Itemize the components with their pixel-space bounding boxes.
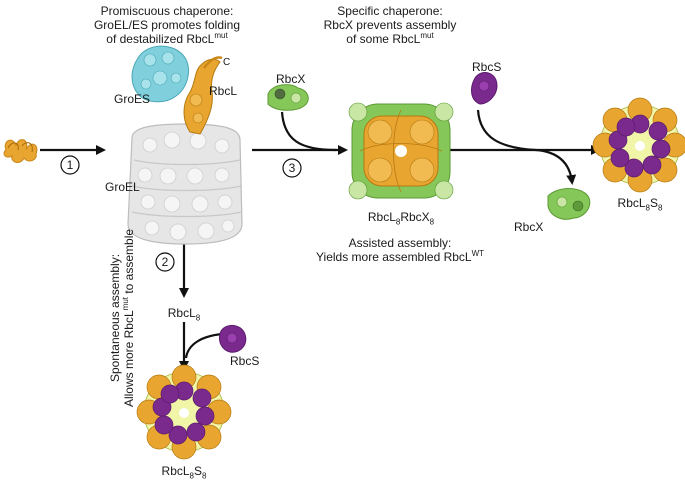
rbcx-bottom-label: RbcX (514, 220, 543, 234)
rbcl8s8-right-label: RbcL8S8 (604, 196, 676, 210)
arrow-rbcs-joining-bottom (186, 334, 222, 358)
rbcl-label: RbcL (209, 84, 237, 98)
rbcl8s8-bottom-label: RbcL8S8 (148, 464, 220, 478)
arrow-rbcx-joining (282, 112, 336, 150)
step-1-number: 1 (64, 158, 76, 172)
rbcx-monomer-released (548, 189, 590, 220)
specific-caption: Specific chaperone: RbcX prevents assemb… (290, 4, 490, 46)
step-2-number: 2 (159, 255, 171, 269)
arrow-rbcs-joining (478, 110, 536, 150)
rbcs-monomer-bottom (219, 325, 245, 352)
rbcx-top-label: RbcX (276, 72, 305, 86)
unfolded-rbcl-icon (4, 140, 37, 163)
rbcs-monomer-top (472, 73, 497, 105)
rbcs-top-label: RbcS (472, 60, 501, 74)
rbcl8-label: RbcL8 (160, 306, 208, 320)
rbcl8s8-bottom (137, 365, 231, 459)
rbcl8rbcx8-complex (349, 103, 453, 199)
step-3-number: 3 (286, 161, 298, 175)
spontaneous-caption: Spontaneous assembly: Allows more RbcLmu… (108, 218, 136, 418)
groel-label: GroEL (105, 180, 140, 194)
assisted-caption: Assisted assembly: Yields more assembled… (300, 236, 500, 264)
promiscuous-caption: Promiscuous chaperone: GroEL/ES promotes… (52, 4, 282, 46)
c-terminus-label: C (223, 56, 230, 70)
rbcl8s8-right (593, 98, 685, 192)
arrow-rbcx-release (536, 150, 572, 182)
groes-label: GroES (114, 92, 150, 106)
rbcl8rbcx8-label: RbcL8RbcX8 (346, 210, 456, 224)
groel-structure (128, 124, 242, 244)
rbcx-monomer-top (268, 85, 308, 111)
rbcs-bottom-label: RbcS (230, 354, 259, 368)
